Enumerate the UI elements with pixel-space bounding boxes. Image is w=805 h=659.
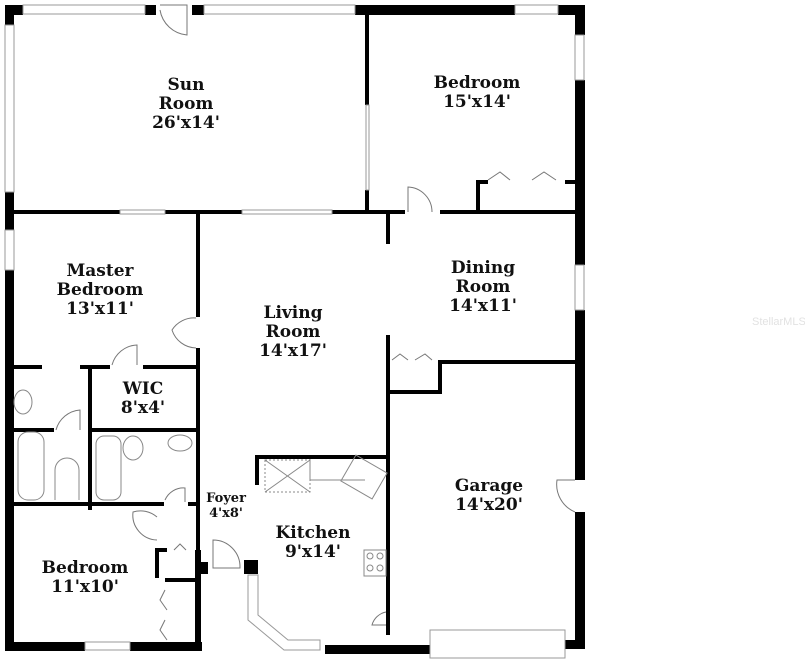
room-dimensions: 8'x4' — [120, 398, 166, 419]
room-name: Garage — [454, 476, 524, 496]
room-label-master-bedroom: Master Bedroom 13'x11' — [56, 261, 144, 320]
windows — [4, 4, 585, 659]
watermark: StellarMLS — [752, 316, 805, 328]
doors — [55, 4, 576, 641]
walls — [5, 5, 585, 654]
room-dimensions: 4'x8' — [209, 505, 243, 521]
fixtures — [13, 389, 388, 577]
room-dimensions: 11'x10' — [51, 577, 119, 598]
room-label-foyer: Foyer 4'x8' — [206, 491, 246, 521]
room-label-sun-room: Sun Room 26'x14' — [152, 75, 220, 134]
room-name: Sun — [167, 75, 205, 95]
room-dimensions: 13'x11' — [66, 299, 134, 320]
room-name: Room — [265, 322, 321, 343]
room-dimensions: 14'x11' — [449, 296, 517, 317]
room-label-garage: Garage 14'x20' — [454, 476, 524, 516]
room-name: Bedroom — [56, 280, 144, 301]
room-name: WIC — [122, 379, 164, 399]
room-name: Dining — [450, 258, 516, 278]
room-name: Bedroom — [41, 558, 129, 578]
room-label-bedroom-2: Bedroom 15'x14' — [433, 73, 521, 113]
room-label-bedroom-3: Bedroom 11'x10' — [41, 558, 129, 598]
room-name: Master — [66, 261, 134, 281]
room-name: Room — [158, 94, 214, 115]
room-label-kitchen: Kitchen 9'x14' — [275, 523, 351, 563]
room-name: Kitchen — [275, 523, 351, 543]
room-name: Foyer — [206, 491, 246, 506]
room-label-dining-room: Dining Room 14'x11' — [449, 258, 517, 317]
room-name: Room — [455, 277, 511, 298]
room-dimensions: 9'x14' — [284, 542, 342, 563]
room-dimensions: 14'x17' — [259, 341, 327, 362]
room-label-wic: WIC 8'x4' — [120, 379, 166, 419]
room-dimensions: 15'x14' — [443, 92, 511, 113]
room-label-living-room: Living Room 14'x17' — [259, 303, 327, 362]
room-dimensions: 26'x14' — [152, 113, 220, 134]
room-dimensions: 14'x20' — [455, 495, 523, 516]
room-name: Bedroom — [433, 73, 521, 93]
room-name: Living — [263, 303, 323, 323]
